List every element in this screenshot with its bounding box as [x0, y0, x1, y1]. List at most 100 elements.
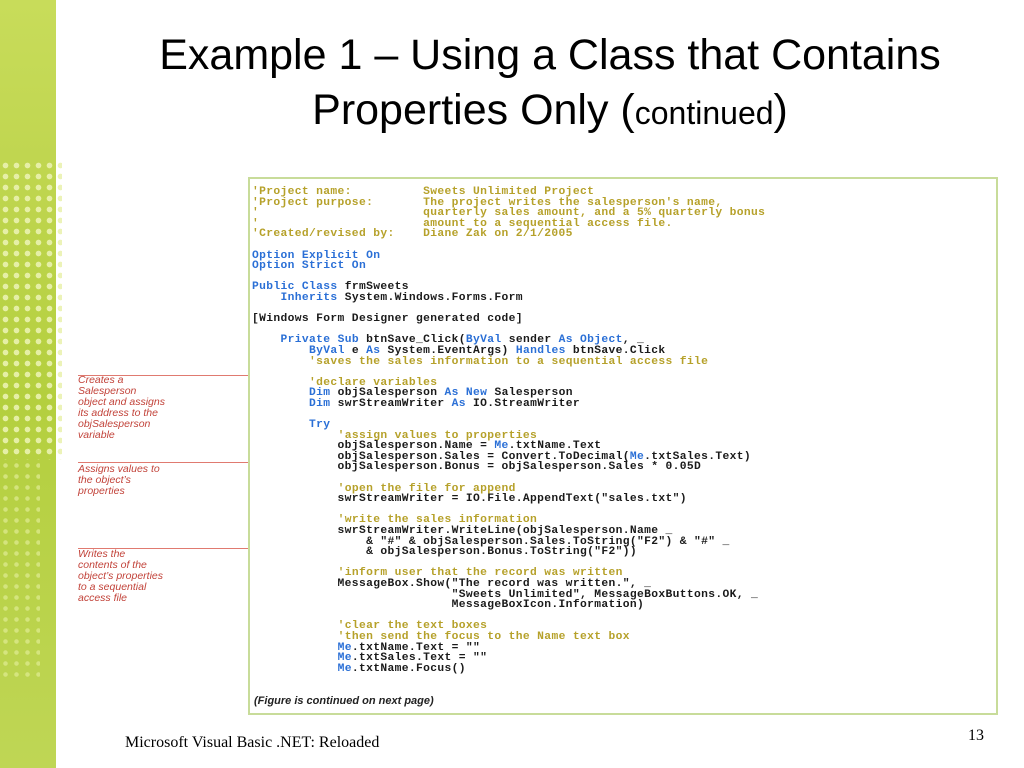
- code-text: btnSave_Click(: [366, 334, 466, 347]
- code-line: objSalesperson.Sales = Convert.ToDecimal…: [252, 451, 751, 463]
- dot-pattern-lower: [0, 460, 40, 680]
- code-line: & "#" & objSalesperson.Sales.ToString("F…: [252, 536, 730, 548]
- code-text: [252, 292, 281, 304]
- code-text: sender: [508, 334, 559, 347]
- title-end: ): [773, 86, 788, 134]
- code-keyword: As Object: [558, 334, 623, 347]
- code-keyword: Private Sub: [280, 334, 367, 347]
- code-text: [252, 356, 309, 368]
- code-line: 'write the sales information: [252, 514, 537, 526]
- code-text: objSalesperson.Sales = Convert.ToDecimal…: [252, 450, 630, 463]
- code-comment: 'assign values to properties: [337, 429, 538, 442]
- code-line: 'Project name: Sweets Unlimited Project: [252, 186, 594, 198]
- slide-title: Example 1 – Using a Class that Contains …: [100, 28, 1000, 141]
- code-line: 'saves the sales information to a sequen…: [252, 356, 708, 368]
- code-line: Inherits System.Windows.Forms.Form: [252, 292, 523, 304]
- code-line: Option Explicit On: [252, 250, 380, 262]
- code-comment: ' quarterly sales amount, and a 5% quart…: [252, 207, 766, 220]
- code-text: System.Windows.Forms.Form: [344, 291, 523, 304]
- dot-pattern: [0, 160, 62, 460]
- code-figure: 'Project name: Sweets Unlimited Project …: [248, 177, 998, 715]
- annotation-creates-object: Creates a Salesperson object and assigns…: [78, 374, 165, 441]
- code-line: Try: [252, 419, 330, 431]
- code-line: 'inform user that the record was written: [252, 567, 623, 579]
- code-line: MessageBoxIcon.Information): [252, 599, 644, 611]
- code-text: & "#" & objSalesperson.Sales.ToString("F…: [252, 535, 730, 548]
- code-text: swrStreamWriter: [337, 397, 452, 410]
- code-text: [252, 398, 309, 410]
- code-text: IO.StreamWriter: [473, 397, 580, 410]
- code-line: swrStreamWriter.WriteLine(objSalesperson…: [252, 525, 673, 537]
- code-text: .txtSales.Text = "": [351, 652, 488, 665]
- code-text: System.EventArgs): [387, 344, 516, 357]
- code-keyword: As: [451, 397, 474, 410]
- code-text: .txtName.Focus(): [351, 662, 466, 675]
- code-keyword: Me: [337, 662, 352, 675]
- code-keyword: Dim: [309, 387, 338, 400]
- code-line: Public Class frmSweets: [252, 281, 409, 293]
- code-text: swrStreamWriter = IO.File.AppendText("sa…: [252, 493, 687, 506]
- connector-line-2: [78, 462, 343, 463]
- code-comment: 'Created/revised by: Diane Zak on 2/1/20…: [252, 228, 573, 241]
- code-text: objSalesperson: [337, 387, 445, 400]
- code-line: objSalesperson.Bonus = objSalesperson.Sa…: [252, 461, 701, 473]
- code-text: btnSave.Click: [572, 344, 666, 357]
- code-text: e: [351, 344, 367, 357]
- code-line: ' quarterly sales amount, and a 5% quart…: [252, 207, 765, 219]
- code-line: & objSalesperson.Bonus.ToString("F2")): [252, 546, 637, 558]
- code-comment: 'inform user that the record was written: [337, 567, 623, 580]
- connector-line-1: [78, 375, 293, 376]
- code-text: .txtName.Text: [508, 440, 602, 453]
- code-text: MessageBox.Show("The record was written.…: [252, 577, 652, 590]
- code-keyword: ByVal: [465, 334, 509, 347]
- code-listing: 'Project name: Sweets Unlimited Project …: [252, 186, 765, 675]
- code-comment: 'Project purpose: The project writes the…: [252, 196, 723, 209]
- annotation-writes-contents: Writes the contents of the object’s prop…: [78, 548, 164, 604]
- code-keyword: Dim: [309, 397, 338, 410]
- code-text: MessageBoxIcon.Information): [252, 599, 645, 612]
- code-comment: 'saves the sales information to a sequen…: [309, 355, 709, 368]
- code-keyword: Inherits: [280, 291, 345, 304]
- code-comment: 'write the sales information: [337, 514, 538, 527]
- title-main: Example 1 – Using a Class that Contains …: [159, 31, 941, 134]
- code-line: MessageBox.Show("The record was written.…: [252, 578, 651, 590]
- code-keyword: Option Explicit On: [252, 249, 381, 262]
- code-line: 'open the file for append: [252, 483, 516, 495]
- code-keyword: ByVal: [309, 344, 352, 357]
- code-keyword: As New: [444, 387, 495, 400]
- code-keyword: As: [366, 344, 388, 357]
- annotation-assigns-values: Assigns values to the object’s propertie…: [78, 463, 160, 497]
- code-line: 'Created/revised by: Diane Zak on 2/1/20…: [252, 228, 573, 240]
- code-comment: ' amount to a sequential access file.: [252, 217, 673, 230]
- page-number: 13: [968, 727, 984, 744]
- title-continued: continued: [634, 95, 774, 131]
- code-text: [252, 663, 338, 675]
- code-text: .txtSales.Text): [644, 450, 752, 463]
- sidebar-decoration: [0, 0, 62, 768]
- code-line: 'then send the focus to the Name text bo…: [252, 631, 630, 643]
- code-keyword: Me: [629, 450, 645, 463]
- code-line: objSalesperson.Name = Me.txtName.Text: [252, 440, 601, 452]
- figure-caption: (Figure is continued on next page): [254, 695, 434, 707]
- code-text: , _: [622, 334, 645, 347]
- code-line: Option Strict On: [252, 260, 366, 272]
- code-comment: 'then send the focus to the Name text bo…: [337, 630, 630, 643]
- footer-text: Microsoft Visual Basic .NET: Reloaded: [125, 734, 380, 751]
- code-line: Me.txtName.Text = "": [252, 642, 480, 654]
- code-keyword: Me: [337, 652, 352, 665]
- code-keyword: Handles: [515, 344, 573, 357]
- code-line: 'assign values to properties: [252, 430, 537, 442]
- code-line: 'Project purpose: The project writes the…: [252, 197, 723, 209]
- code-line: ByVal e As System.EventArgs) Handles btn…: [252, 345, 666, 357]
- connector-line-3: [78, 548, 343, 549]
- code-line: "Sweets Unlimited", MessageBoxButtons.OK…: [252, 589, 758, 601]
- code-keyword: Option Strict On: [252, 260, 367, 273]
- code-line: Dim swrStreamWriter As IO.StreamWriter: [252, 398, 580, 410]
- code-text: frmSweets: [344, 281, 409, 294]
- code-keyword: Me: [494, 440, 509, 453]
- code-text: & objSalesperson.Bonus.ToString("F2")): [252, 546, 637, 559]
- code-comment: 'Project name: Sweets Unlimited Project: [252, 186, 595, 198]
- code-line: Dim objSalesperson As New Salesperson: [252, 387, 573, 399]
- code-line: 'declare variables: [252, 377, 437, 389]
- code-keyword: Me: [337, 641, 352, 654]
